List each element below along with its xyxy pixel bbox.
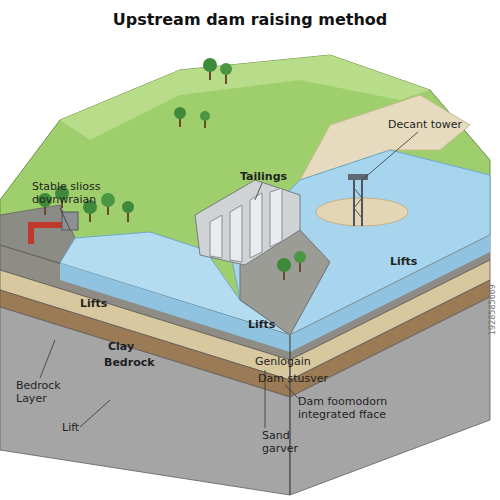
tree [220,63,232,75]
tree [294,251,306,263]
leader-line [285,385,300,400]
part-label: Clay [108,340,134,353]
intake-structure [62,212,78,230]
bedrock-base [0,307,290,495]
tree-trunk [225,74,227,84]
tree-trunk [179,118,181,127]
part-label: Genlogain [255,355,311,368]
part-label: Bedrock Layer [16,379,76,405]
tree [203,58,217,72]
part-label: Dam foomodorn integrated fface [298,395,410,421]
decant-tower [361,180,363,226]
diagram-title: Upstream dam raising method [0,10,500,29]
bedrock-base [290,297,490,495]
part-label: Decant tower [388,118,462,131]
leader-line [362,132,418,180]
leader-line [80,400,110,427]
tree [122,201,134,213]
tree [200,111,210,121]
tree-trunk [127,212,129,222]
part-label: Lifts [390,255,417,268]
dam-buttress [250,193,262,258]
dam-wall [195,180,300,265]
dam-buttress [210,215,222,258]
tree [101,193,115,207]
part-label: Lifts [248,318,275,331]
intake-pipe [28,222,34,244]
part-label: Stable slioss dovnwraian [32,180,114,206]
part-label: Lifts [80,297,107,310]
leader-line [40,340,55,378]
leader-line [60,208,70,230]
tree [174,107,186,119]
decant-tower-brace [354,188,362,218]
tree-trunk [299,262,301,272]
tree [277,258,291,272]
part-label: Bedrock [104,356,155,369]
dam-buttress [230,205,242,262]
part-label: Tailings [240,170,287,183]
tree-trunk [204,120,206,128]
part-label: Lift [62,421,79,434]
part-label: Sand garver [262,429,314,455]
decant-tower [353,180,355,226]
dam-buttress [270,188,282,247]
watermark-id: 1928585669 [488,284,498,335]
leader-line [255,183,262,200]
part-label: Dam stusver [258,372,328,385]
